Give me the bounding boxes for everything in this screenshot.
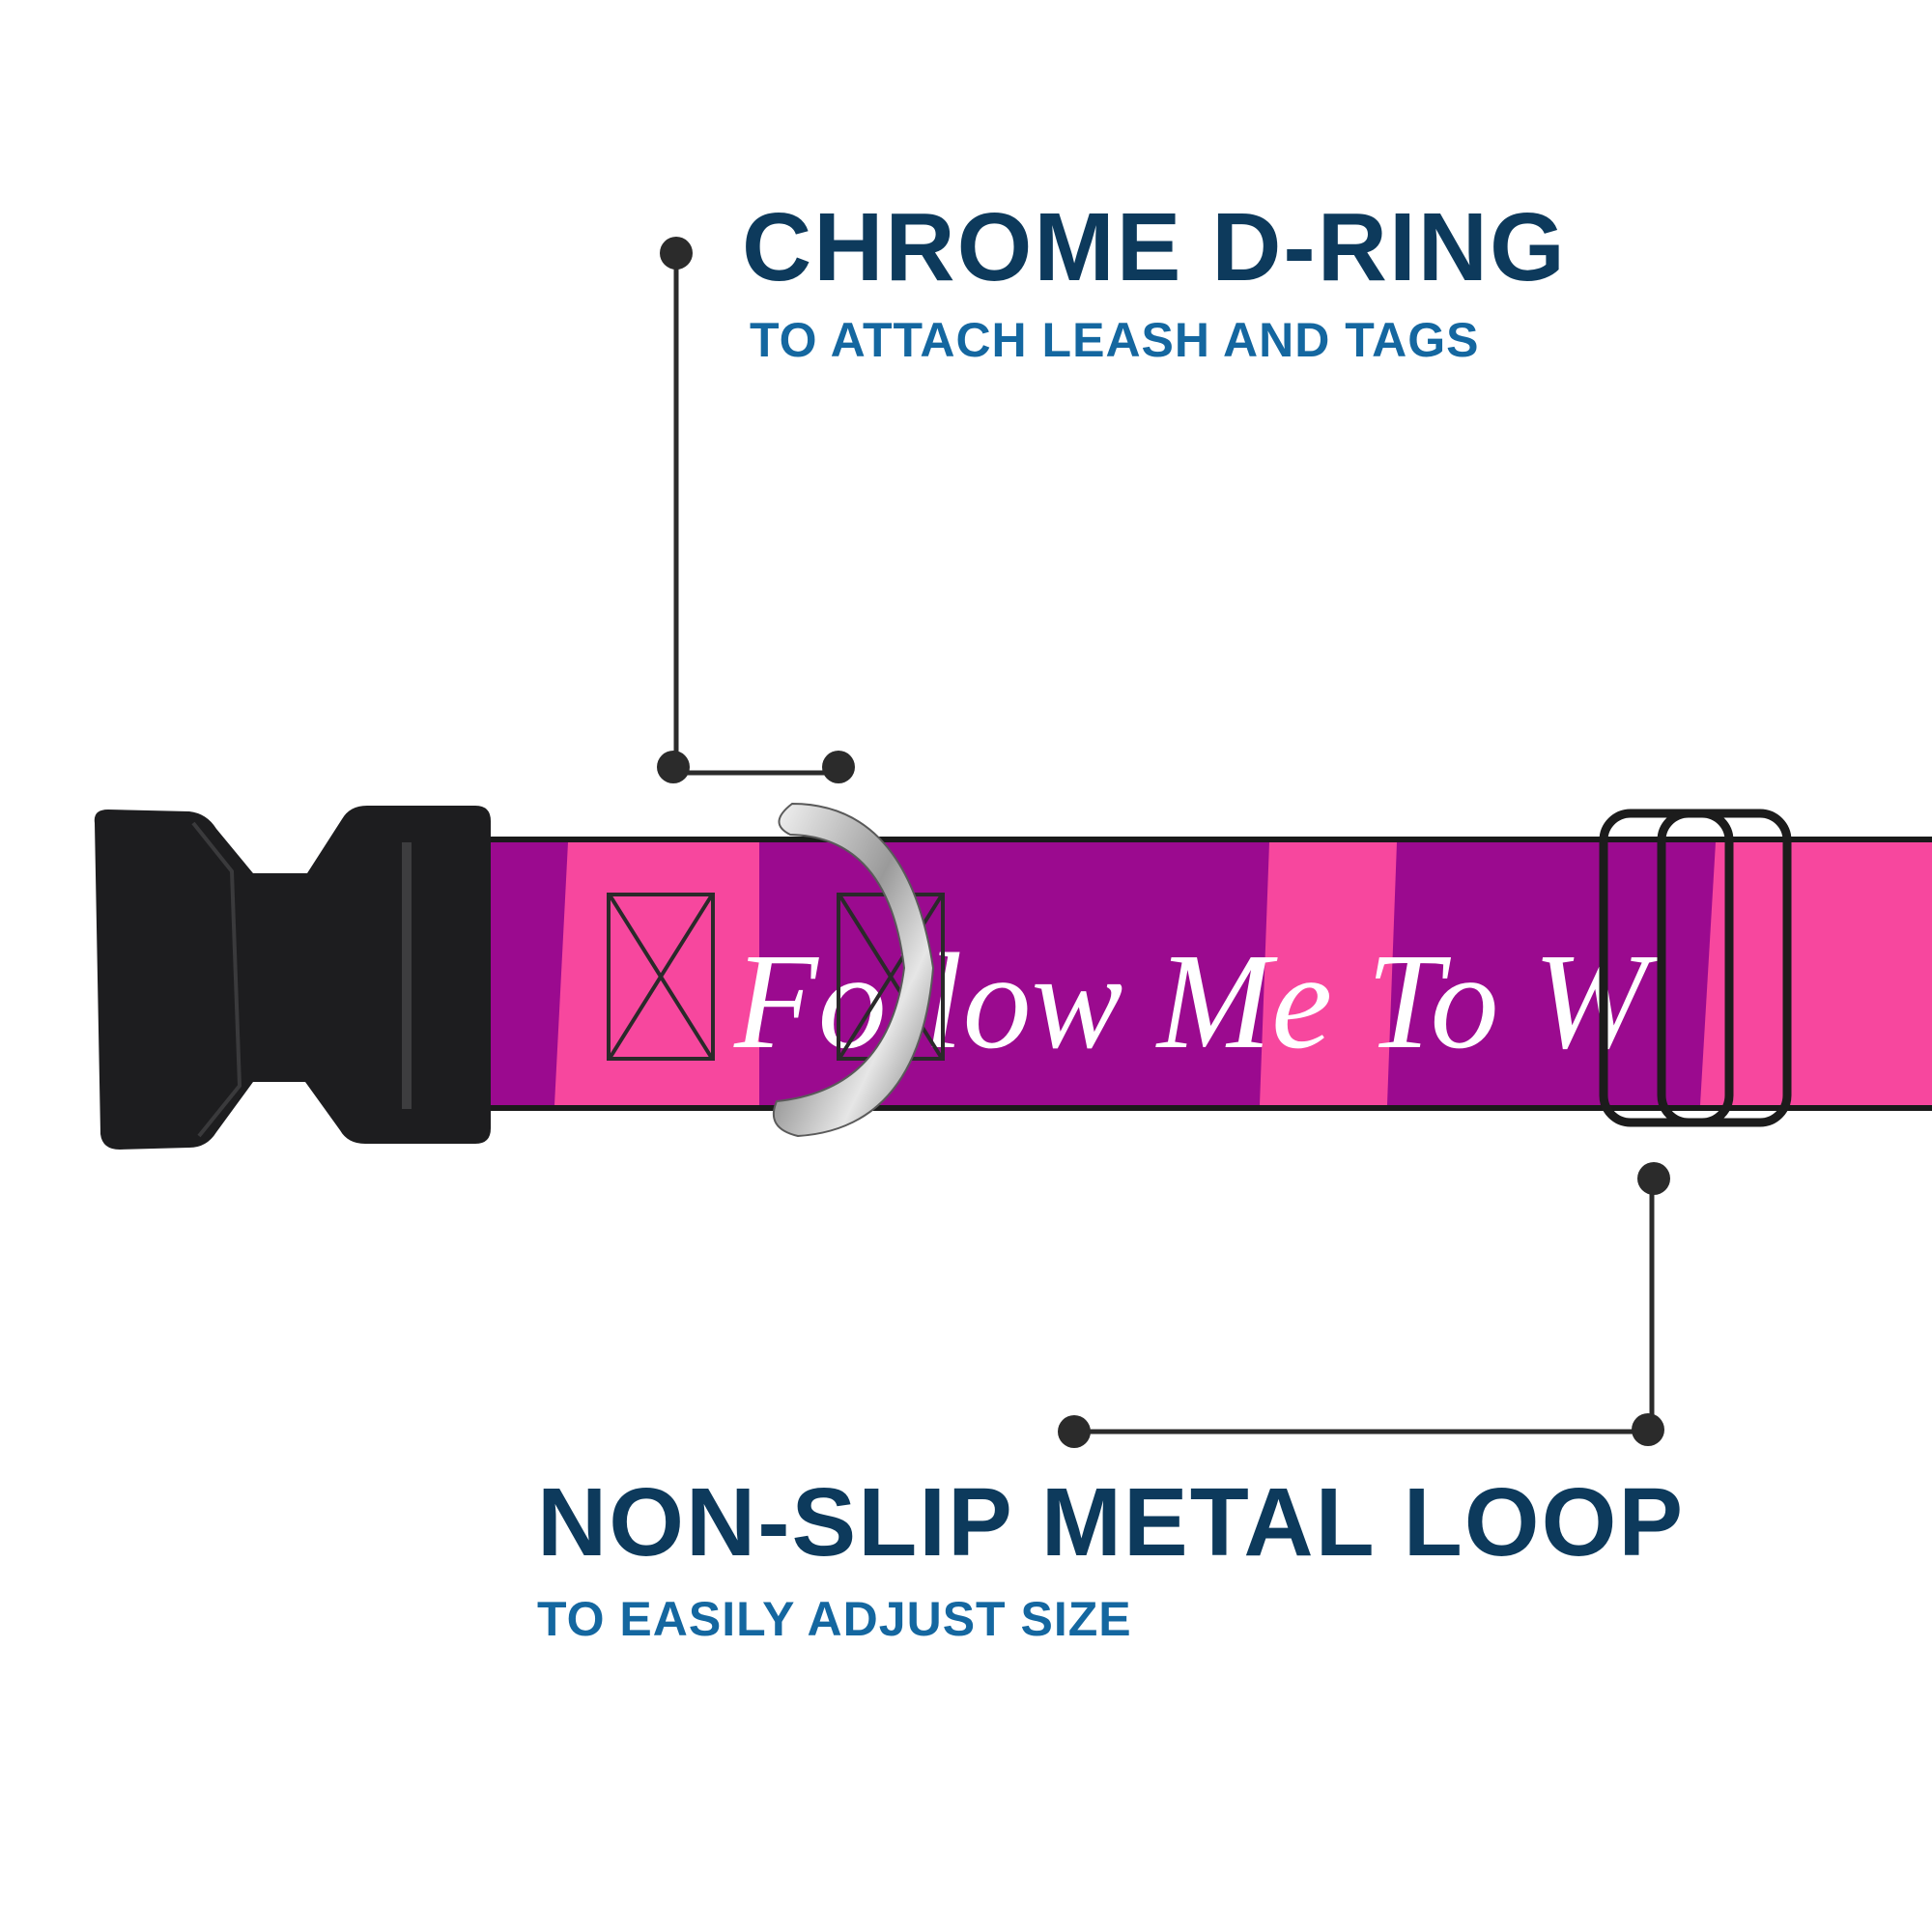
leader-dot [660, 237, 693, 270]
loop-subtitle: TO EASILY ADJUST SIZE [537, 1592, 1132, 1646]
loop-leader-line [1058, 1162, 1670, 1448]
leader-dot [1058, 1415, 1091, 1448]
side-release-buckle [94, 806, 492, 1150]
loop-title: NON-SLIP METAL LOOP [537, 1468, 1686, 1577]
leader-dot [1637, 1162, 1670, 1195]
leader-dot [822, 751, 855, 783]
chrome-d-ring [772, 802, 935, 1138]
leader-dot [657, 751, 690, 783]
leader-dot [1632, 1413, 1664, 1446]
d-ring-title: CHROME D-RING [742, 193, 1567, 301]
dring-leader-line [657, 237, 855, 783]
d-ring-subtitle: TO ATTACH LEASH AND TAGS [750, 313, 1480, 367]
collar-strap: Follow Me To W [406, 837, 1932, 1111]
metal-loop-slider [1599, 809, 1792, 1127]
